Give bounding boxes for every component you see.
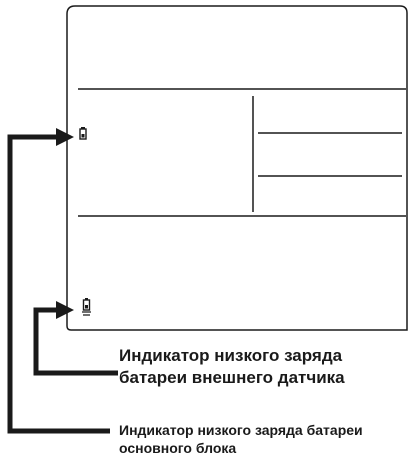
main-callout-arrow [7,128,110,434]
main-unit-battery-label: Индикатор низкого заряда батареи основно… [119,421,363,457]
display-frame [66,5,408,331]
battery-low-icon [79,127,87,140]
main-unit-label-line1: Индикатор низкого заряда батареи [119,422,363,438]
external-sensor-label-line2: батареи внешнего датчика [119,368,345,388]
external-sensor-label-line1: Индикатор низкого заряда [119,346,343,365]
sensor-battery-low-icon [82,298,91,316]
main-unit-label-line2: основного блока [119,440,237,457]
external-sensor-battery-label: Индикатор низкого заряда батареи внешнег… [119,345,345,389]
sensor-callout-arrow [33,301,118,376]
